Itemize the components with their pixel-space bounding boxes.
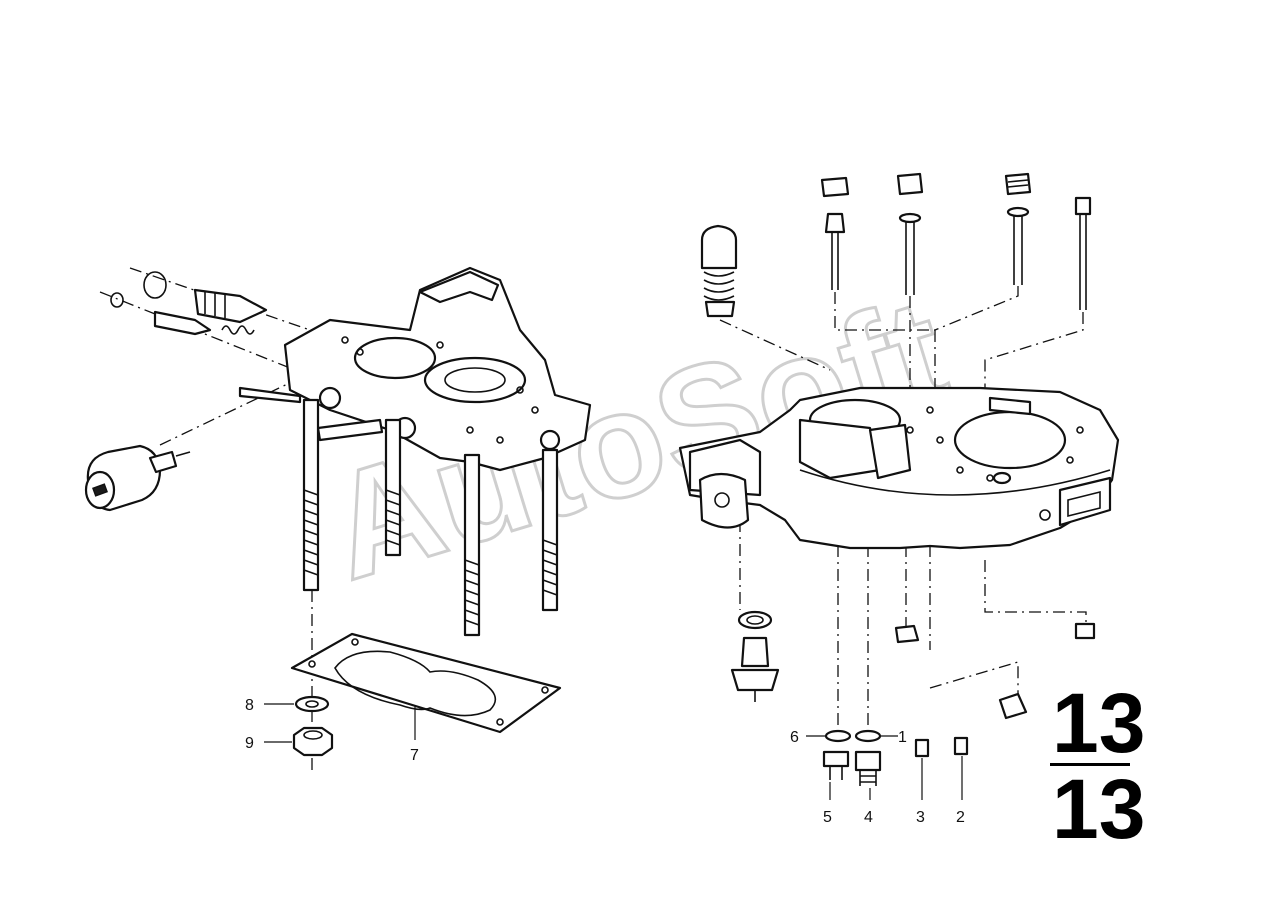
o-ring [143,271,167,299]
jet-screw [854,750,882,786]
washer-hole [305,700,319,708]
gasket [290,632,562,734]
guide-line [129,267,311,331]
guide-line [159,377,301,446]
plug [1074,622,1096,640]
carburetor-cover [283,266,592,472]
guide-line [984,560,1087,625]
o-ring-inner [746,615,764,625]
callout-3: 3 [916,809,925,826]
sealing-washer [824,729,852,743]
callout-6: 6 [790,729,799,746]
guide-line [834,292,935,331]
hex-nut [292,726,334,757]
accelerator-pump-piston [700,224,738,318]
callout-4: 4 [864,809,873,826]
callout-7: 7 [410,747,419,764]
callout-5: 5 [823,809,832,826]
group-number-top: 13 [1052,676,1145,770]
jet [914,738,930,758]
mixture-screw [153,310,212,336]
callout-9: 9 [245,735,254,752]
jet-with-tube [896,172,924,295]
needle-valve-thread [204,292,226,318]
jet-screw [822,750,850,780]
washer [110,292,124,308]
guide-line [929,661,1019,700]
cutoff-valve [730,636,780,702]
plug [894,624,920,644]
right-assembly: 6 1 5 4 3 2 [678,172,1120,826]
jet-with-tube [820,176,850,290]
group-number: 13 13 [1050,676,1145,856]
callout-2: 2 [956,809,965,826]
spring [221,325,255,335]
needle-valve [193,288,268,324]
jet [953,736,969,756]
float-chamber-body [678,386,1120,550]
pin [238,386,302,404]
guide-line [934,286,1019,331]
plug [998,692,1028,720]
jet-with-tube [1004,172,1032,285]
studs [302,398,559,637]
guide-line [719,319,831,371]
callout-8: 8 [245,697,254,714]
callout-1: 1 [898,729,907,746]
o-ring [737,610,773,630]
washer [294,695,330,713]
jet-with-tube [1074,196,1092,310]
idle-cutoff-solenoid [84,444,191,512]
sealing-washer [854,729,882,743]
group-number-divider [1050,763,1130,766]
left-assembly: 8 9 7 [84,266,592,770]
group-number-bottom: 13 [1052,762,1145,856]
